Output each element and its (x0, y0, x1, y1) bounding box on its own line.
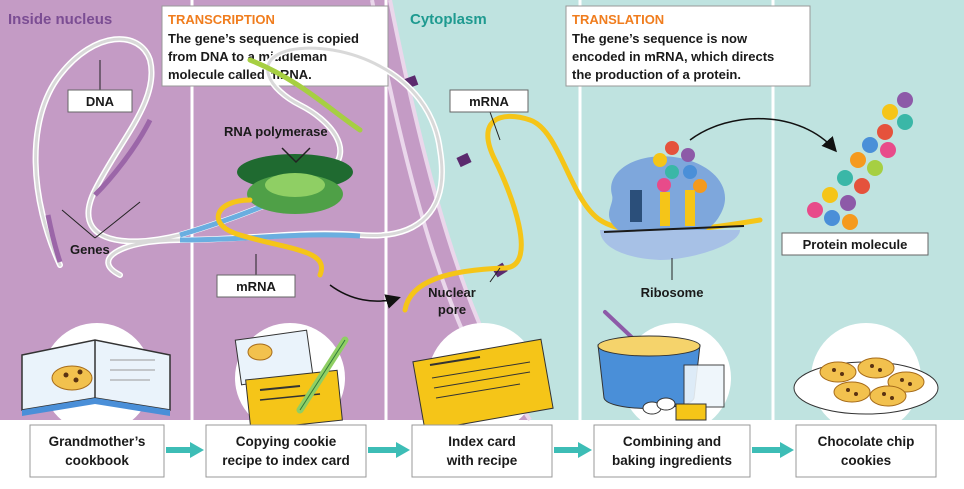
index-card-illustration (412, 323, 554, 433)
protein-label: Protein molecule (781, 232, 929, 256)
nuclear-pore-label-line: Nuclear (428, 285, 476, 300)
step-arrow (752, 442, 794, 458)
dna-label-text: DNA (86, 94, 115, 109)
genes-label: Genes (61, 201, 141, 257)
transcription-callout: TRANSCRIPTION The gene’s sequence is cop… (161, 5, 389, 87)
nuclear-pore-label-line: pore (438, 302, 466, 317)
step-text: Combining and (623, 434, 721, 449)
step-text: Grandmother’s (49, 434, 146, 449)
copying-illustration (234, 323, 349, 433)
mrna-label-right: mRNA (449, 89, 529, 141)
genes-label-text: Genes (70, 242, 110, 257)
folding-arrow (689, 117, 837, 153)
step-text: with recipe (446, 453, 518, 468)
ribosome-label: Ribosome (641, 258, 704, 300)
step-arrow (554, 442, 592, 458)
translation-heading: TRANSLATION (572, 12, 664, 27)
step-arrow (166, 442, 204, 458)
step-arrow (368, 442, 410, 458)
mrna-label-left: mRNA (216, 254, 296, 298)
cytoplasm-title: Cytoplasm (410, 11, 487, 28)
step-text: recipe to index card (222, 453, 350, 468)
step-text: Chocolate chip (818, 434, 915, 449)
nuclear-pore-marker (456, 152, 472, 168)
ribosome-label-text: Ribosome (641, 285, 704, 300)
transcription-line: The gene’s sequence is copied (168, 31, 359, 46)
translation-line: the production of a protein. (572, 67, 741, 82)
gene-segment (45, 214, 63, 263)
step-text: Copying cookie (236, 434, 337, 449)
step-box-baking: Combining and baking ingredients (593, 424, 751, 478)
baking-illustration (597, 310, 731, 433)
protein-molecule (807, 92, 913, 230)
step-text: cookbook (65, 453, 129, 468)
step-text: cookies (841, 453, 891, 468)
nuclear-pore-label: Nuclear pore (428, 267, 501, 317)
dna-label: DNA (67, 60, 133, 113)
step-box-index-card: Index card with recipe (411, 424, 553, 478)
step-text: Index card (448, 434, 516, 449)
cookies-illustration (793, 323, 939, 433)
translation-callout: TRANSLATION The gene’s sequence is now e… (565, 5, 811, 87)
mrna-strand-exiting (247, 57, 363, 133)
rna-polymerase (237, 147, 353, 214)
mrna-label-right-text: mRNA (469, 94, 509, 109)
mrna-strand-nucleus (215, 197, 324, 278)
mrna-label-left-text: mRNA (236, 279, 276, 294)
export-arrow (329, 284, 401, 309)
polypeptide-chain (653, 141, 707, 193)
transcription-heading: TRANSCRIPTION (168, 12, 275, 27)
gene-segment (93, 118, 153, 197)
step-text: baking ingredients (612, 453, 732, 468)
step-box-copying: Copying cookie recipe to index card (205, 424, 367, 478)
rna-polymerase-label: RNA polymerase (224, 124, 328, 139)
protein-label-text: Protein molecule (803, 237, 908, 252)
translation-line: The gene’s sequence is now (572, 31, 748, 46)
step-box-cookbook: Grandmother’s cookbook (29, 424, 165, 478)
translation-line: encoded in mRNA, which directs (572, 49, 774, 64)
ribosome (600, 156, 745, 260)
cookbook-illustration (21, 323, 171, 433)
nucleus-title: Inside nucleus (8, 11, 112, 28)
step-box-cookies: Chocolate chip cookies (795, 424, 937, 478)
